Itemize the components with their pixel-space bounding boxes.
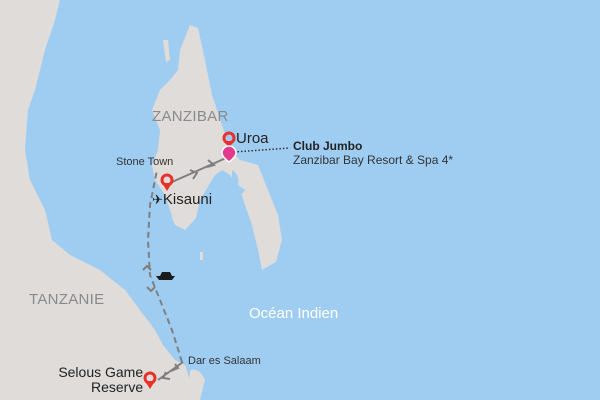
- place-label-selous: Selous Game Reserve: [51, 365, 143, 395]
- mainland-land: [0, 0, 195, 400]
- selous-line2: Reserve: [91, 379, 144, 395]
- region-label-zanzibar: ZANZIBAR: [152, 108, 229, 125]
- hotel-leader-line: [233, 147, 291, 153]
- uroa-pin-icon: [222, 131, 236, 148]
- region-label-tanzania: TANZANIE: [29, 291, 105, 308]
- route-stonetown-to-uroa: [171, 157, 227, 183]
- kisauni-text: Kisauni: [162, 191, 213, 208]
- airport-icon: ✈: [152, 192, 163, 207]
- kisauni-pin-icon: [160, 173, 174, 191]
- place-label-stone-town: Stone Town: [116, 156, 174, 168]
- boat-icon: [156, 272, 175, 280]
- place-label-uroa: Uroa: [236, 130, 269, 147]
- zanzibar-island: [152, 25, 282, 270]
- place-label-kisauni: ✈Kisauni: [152, 191, 212, 208]
- hotel-pin-icon: [221, 145, 237, 163]
- selous-pin-icon: [143, 371, 157, 389]
- route-dar-to-stonetown: [146, 169, 183, 363]
- selous-line1: Selous Game: [58, 364, 144, 380]
- ocean-label: Océan Indien: [249, 305, 339, 322]
- place-label-dar-es-salaam: Dar es Salaam: [188, 355, 261, 367]
- hotel-subtitle: Zanzibar Bay Resort & Spa 4*: [293, 153, 454, 167]
- hotel-label: Club Jumbo Zanzibar Bay Resort & Spa 4*: [293, 139, 453, 167]
- hotel-name: Club Jumbo: [293, 139, 363, 153]
- route-dar-to-selous: [157, 361, 184, 381]
